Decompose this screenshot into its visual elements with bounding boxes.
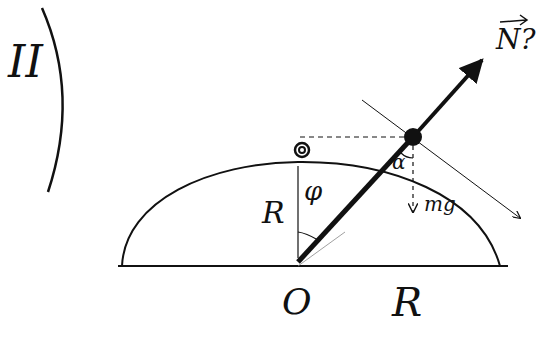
vertical-radius — [297, 166, 298, 258]
vector-sign — [500, 15, 527, 25]
base-line — [118, 265, 508, 267]
dashed-level — [300, 137, 405, 138]
ball — [295, 143, 309, 157]
ball-spiral — [299, 147, 305, 153]
radius-label: R — [392, 282, 422, 322]
normal-force-arrow — [413, 60, 482, 137]
point-label: O — [282, 284, 312, 320]
force-label: N? — [496, 26, 536, 54]
tangent-line — [362, 100, 520, 218]
bead — [404, 128, 422, 146]
rod — [298, 137, 413, 262]
bracket — [42, 8, 63, 192]
angle-label: φ — [304, 178, 322, 204]
section-number: II — [8, 40, 43, 84]
angle-label: α — [392, 152, 406, 172]
phi-arc — [298, 232, 318, 240]
force-label: mg — [424, 194, 456, 214]
radius-label: R — [262, 198, 285, 228]
gravity-arrow — [412, 146, 413, 212]
